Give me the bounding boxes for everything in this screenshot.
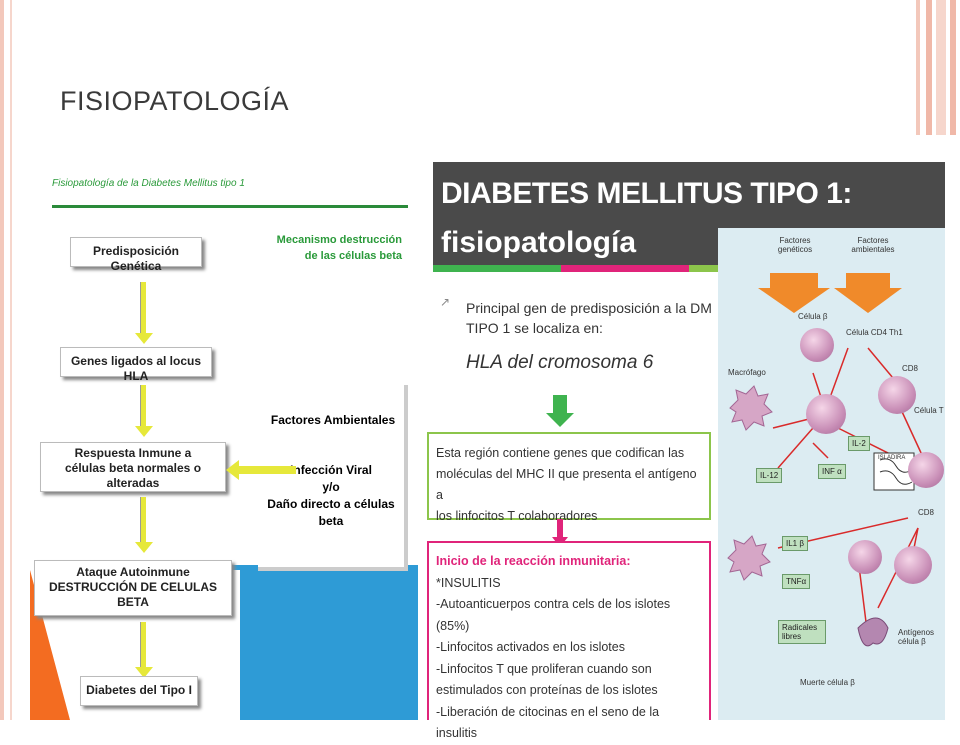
green-down-arrow bbox=[546, 395, 574, 427]
flow-arrow-2 bbox=[135, 385, 153, 437]
gene-predisposition-text: Principal gen de predisposición a la DM … bbox=[466, 298, 712, 338]
slide-left-border bbox=[0, 0, 12, 720]
immune-illustration: Factores genéticos Factores ambientales … bbox=[718, 228, 945, 720]
il12-label: IL-12 bbox=[756, 468, 783, 483]
text-line: TIPO 1 se localiza en: bbox=[466, 320, 603, 336]
inf-label: INF α bbox=[818, 464, 846, 479]
factor-item: y/o bbox=[322, 480, 340, 494]
flow-arrow-3 bbox=[135, 497, 153, 553]
step-immune-response: Respuesta Inmune a células beta normales… bbox=[40, 442, 226, 492]
macrophage-label: Macrófago bbox=[728, 368, 766, 377]
t-cell-label: Célula T bbox=[914, 406, 944, 415]
step-label-line2: células beta normales o alteradas bbox=[64, 461, 202, 490]
step-label-line1: Respuesta Inmune a bbox=[74, 446, 192, 460]
mechanism-title: Mecanismo destrucción de las células bet… bbox=[262, 232, 402, 264]
environmental-factors-label: Factores ambientales bbox=[851, 236, 895, 254]
text-line: los linfocitos T colaboradores bbox=[436, 509, 598, 523]
step-autoimmune-attack: Ataque Autoinmune DESTRUCCIÓN DE CELULAS… bbox=[34, 560, 232, 616]
list-item: -Linfocitos activados en los islotes bbox=[436, 640, 625, 654]
immune-reaction-heading: Inicio de la reacción inmunitaria: bbox=[436, 554, 631, 568]
genetic-factors-label: Factores genéticos bbox=[777, 236, 813, 254]
cell-small bbox=[848, 540, 882, 574]
step-genetic-predisposition: Predisposición Genética bbox=[70, 237, 202, 273]
text-line: Esta región contiene genes que codifican… bbox=[436, 446, 685, 460]
beta-cell-label: Célula β bbox=[798, 312, 828, 321]
environmental-factors-title: Factores Ambientales bbox=[270, 413, 396, 427]
environmental-factors-box bbox=[258, 385, 408, 571]
factors-arrow bbox=[226, 460, 296, 480]
left-diagram-header: Fisiopatología de la Diabetes Mellitus t… bbox=[52, 178, 245, 189]
middle-title-line1: DIABETES MELLITUS TIPO 1: bbox=[441, 177, 852, 210]
step-hla-genes: Genes ligados al locus HLA bbox=[60, 347, 212, 383]
cd8-label-top: CD8 bbox=[902, 364, 919, 373]
il2-label: IL-2 bbox=[848, 436, 870, 451]
environmental-factors-list: Infección Viral y/o Daño directo a célul… bbox=[258, 462, 404, 530]
mechanism-title-line2: de las células beta bbox=[304, 250, 402, 262]
factor-item: Infección Viral bbox=[290, 463, 372, 477]
header-divider bbox=[52, 205, 408, 208]
antigens-label: Antígenos célula β bbox=[898, 628, 935, 646]
step-label: Genes ligados al locus HLA bbox=[70, 354, 202, 383]
step-diabetes-type1: Diabetes del Tipo I bbox=[80, 676, 198, 706]
list-item: -Linfocitos T que proliferan cuando son bbox=[436, 661, 652, 676]
cd8-label-bottom: CD8 bbox=[918, 508, 935, 517]
islet-label: ISLADIRA bbox=[878, 455, 906, 461]
text-line: Principal gen de predisposición a la DM bbox=[466, 300, 712, 316]
list-item: *INSULITIS bbox=[436, 575, 501, 590]
list-item: estimulados con proteínas de los islotes bbox=[436, 683, 658, 697]
step-label-line1: Ataque Autoinmune bbox=[76, 565, 190, 579]
cd4-t-cell bbox=[806, 394, 846, 434]
list-item: -Liberación de citocinas en el seno de l… bbox=[436, 704, 660, 741]
mechanism-title-line1: Mecanismo destrucción bbox=[276, 234, 402, 246]
cd8-cell-right bbox=[908, 452, 944, 488]
step-label: Predisposición Genética bbox=[92, 244, 180, 273]
beta-death-label: Muerte célula β bbox=[800, 678, 855, 687]
immune-reaction-box: Inicio de la reacción inmunitaria: *INSU… bbox=[427, 541, 711, 740]
flow-arrow-4 bbox=[135, 622, 153, 678]
step-label: Diabetes del Tipo I bbox=[86, 683, 192, 697]
cd4-label: Célula CD4 Th1 bbox=[846, 328, 903, 337]
beta-cell bbox=[800, 328, 834, 362]
hla-chromosome-text: HLA del cromosoma 6 bbox=[466, 352, 654, 373]
cd8-cell-bottom bbox=[894, 546, 932, 584]
text-line: moléculas del MHC II que presenta el ant… bbox=[436, 467, 697, 502]
illustration-graphics bbox=[727, 273, 929, 647]
middle-title-line2: fisiopatología bbox=[441, 226, 636, 259]
radicals-label: Radicales libres bbox=[778, 620, 826, 644]
slide-title: FISIOPATOLOGÍA bbox=[60, 86, 290, 116]
il1-label: IL1 β bbox=[782, 536, 808, 551]
slide-corner-stripes bbox=[916, 0, 960, 135]
step-label-line2: DESTRUCCIÓN DE CELULAS BETA bbox=[48, 580, 217, 609]
t-cell bbox=[878, 376, 916, 414]
mhc-region-box: Esta región contiene genes que codifican… bbox=[427, 432, 711, 523]
arrow-up-right-icon: ↗ bbox=[440, 295, 451, 309]
pink-down-arrow bbox=[552, 519, 568, 547]
flow-arrow-1 bbox=[135, 282, 153, 344]
tnf-label: TNFα bbox=[782, 574, 811, 589]
list-item: -Autoanticuerpos contra cels de los islo… bbox=[436, 597, 671, 633]
factor-item: Daño directo a células beta bbox=[267, 497, 395, 528]
